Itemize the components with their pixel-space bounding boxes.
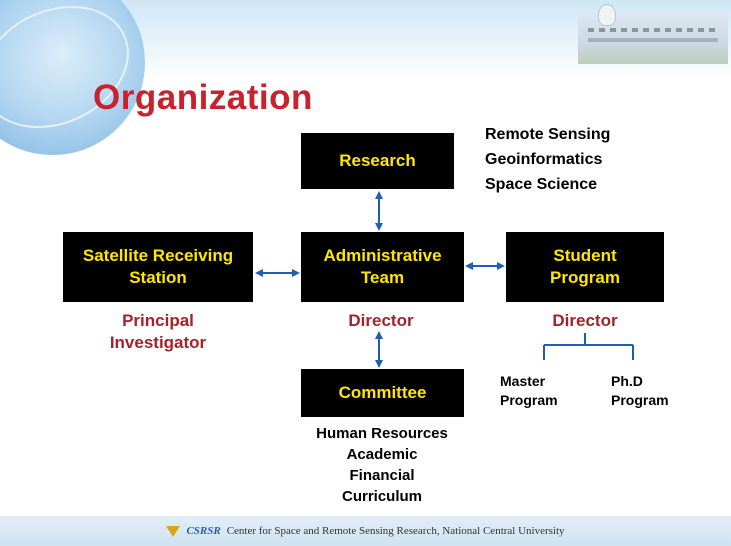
committee-item: Academic	[346, 446, 418, 463]
footer-bar: CSRSR Center for Space and Remote Sensin…	[0, 516, 731, 546]
research-field: Geoinformatics	[485, 151, 603, 168]
committee-node: Committee	[301, 369, 464, 417]
committee-item: Human Resources	[316, 425, 448, 442]
principal-investigator-label: Principal Investigator	[109, 311, 207, 352]
phd-program-label: Ph.D Program	[611, 373, 669, 408]
admin-director-label: Director	[348, 311, 414, 330]
research-field: Remote Sensing	[485, 126, 611, 143]
page-title: Organization	[93, 78, 313, 117]
footer-text: Center for Space and Remote Sensing Rese…	[226, 525, 565, 537]
administrative-team-node: Administrative Team	[301, 232, 464, 302]
research-node: Research	[301, 133, 454, 189]
footer-logo-text: CSRSR	[186, 525, 221, 537]
student-program-node: Student Program	[506, 232, 664, 302]
committee-item: Financial	[349, 467, 415, 484]
csrsr-logo-icon	[166, 525, 181, 537]
program-bracket	[543, 333, 634, 360]
committee-items: Human Resources Academic Financial Curri…	[297, 423, 467, 507]
satellite-dish-graphic	[598, 4, 616, 26]
committee-item: Curriculum	[341, 488, 422, 505]
research-field: Space Science	[485, 176, 598, 193]
master-program-label: Master Program	[500, 373, 558, 408]
research-fields: Remote Sensing Geoinformatics Space Scie…	[485, 122, 675, 197]
student-director-label: Director	[552, 311, 618, 330]
satellite-station-node: Satellite Receiving Station	[63, 232, 253, 302]
